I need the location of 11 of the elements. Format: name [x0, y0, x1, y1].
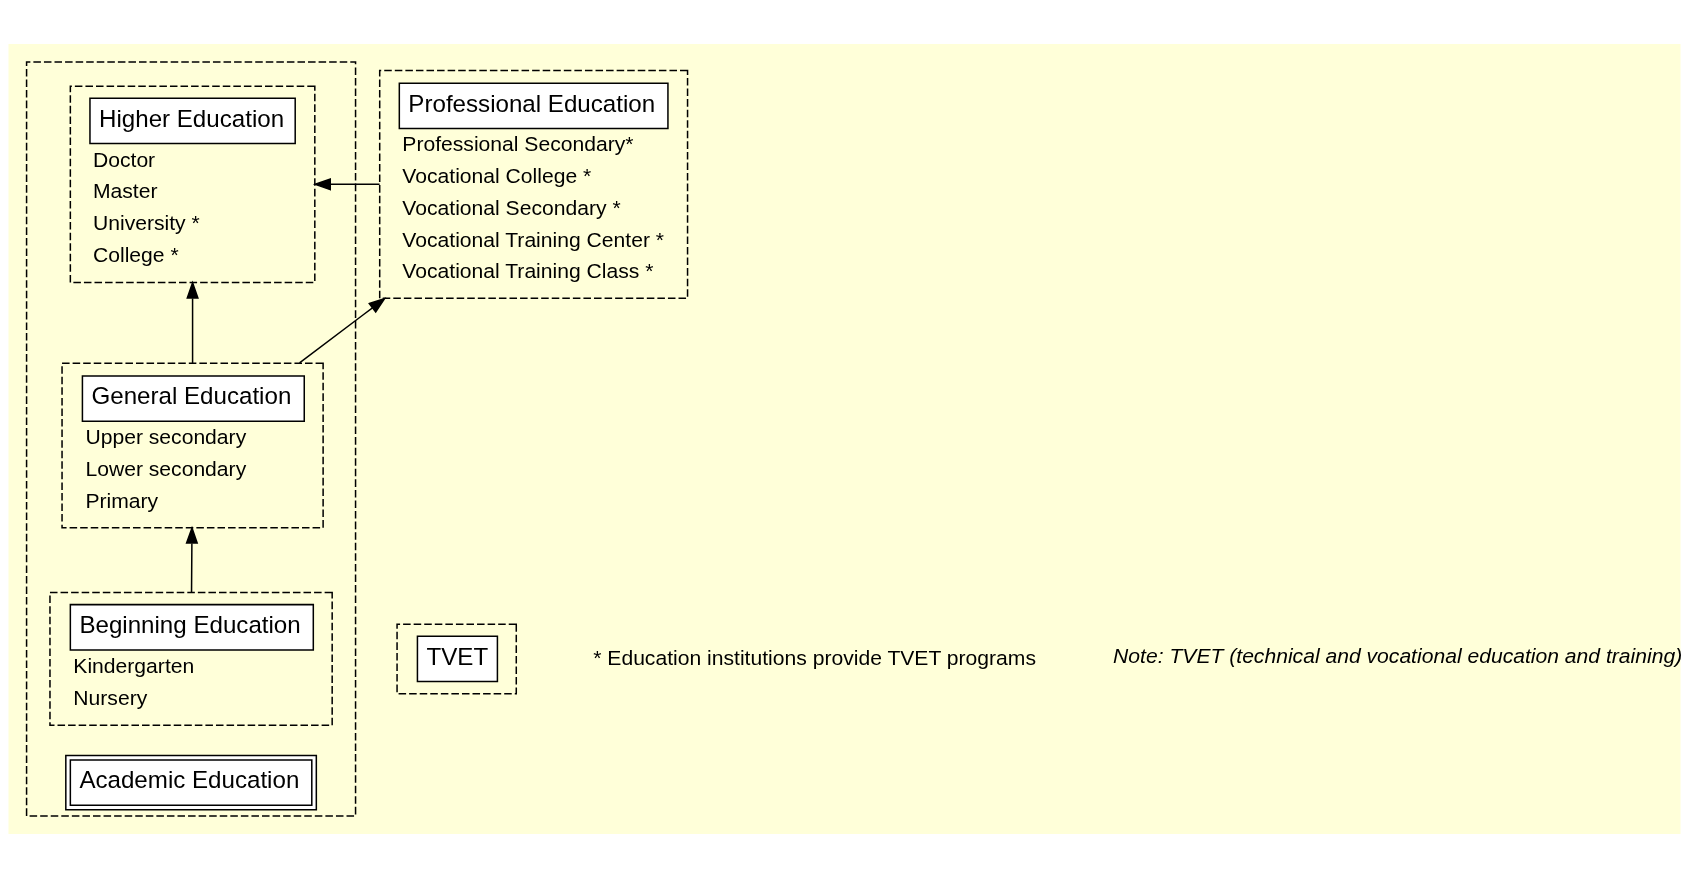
arrow [312, 177, 381, 191]
label: * Education institutions provide TVET programs [593, 645, 1036, 669]
arrow [185, 525, 199, 593]
node-box: Higher Education Doctor Master University * College * [69, 85, 316, 283]
node-box: Beginning Education Kindergarten Nursery [49, 591, 333, 726]
node-box: Professional Education Professional Secondary* Vocational College * Vocational Secondary * Vocational Training Center * Vocational Training Class * [378, 69, 689, 299]
arrow [298, 296, 387, 364]
label: Note: TVET (technical and vocational education and training) [1113, 643, 1683, 667]
node-box: General Education Upper secondary Lower secondary Primary [61, 361, 324, 528]
node-box: TVET [396, 623, 518, 694]
arrow [186, 280, 199, 364]
